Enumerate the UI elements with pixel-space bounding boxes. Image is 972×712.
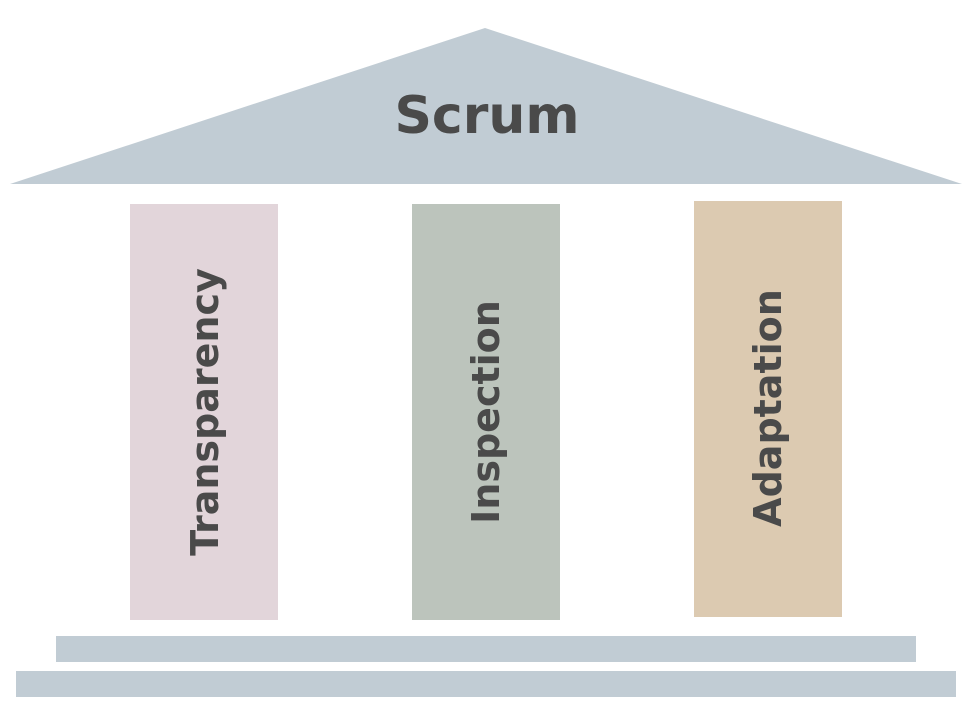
pillar-transparency: Transparency bbox=[130, 204, 278, 620]
pillar-inspection: Inspection bbox=[412, 204, 560, 620]
base-step-lower bbox=[16, 671, 956, 697]
roof bbox=[10, 28, 962, 184]
pillar-adaptation: Adaptation bbox=[694, 201, 842, 617]
pillar-inspection-column bbox=[412, 204, 560, 620]
base-step-upper bbox=[56, 636, 916, 662]
pillar-adaptation-column bbox=[694, 201, 842, 617]
roof-title: Scrum bbox=[394, 86, 579, 146]
pillar-transparency-column bbox=[130, 204, 278, 620]
pillar-adaptation-label: Adaptation bbox=[746, 289, 790, 527]
pillar-inspection-label: Inspection bbox=[464, 300, 508, 524]
pillar-transparency-label: Transparency bbox=[183, 268, 227, 556]
